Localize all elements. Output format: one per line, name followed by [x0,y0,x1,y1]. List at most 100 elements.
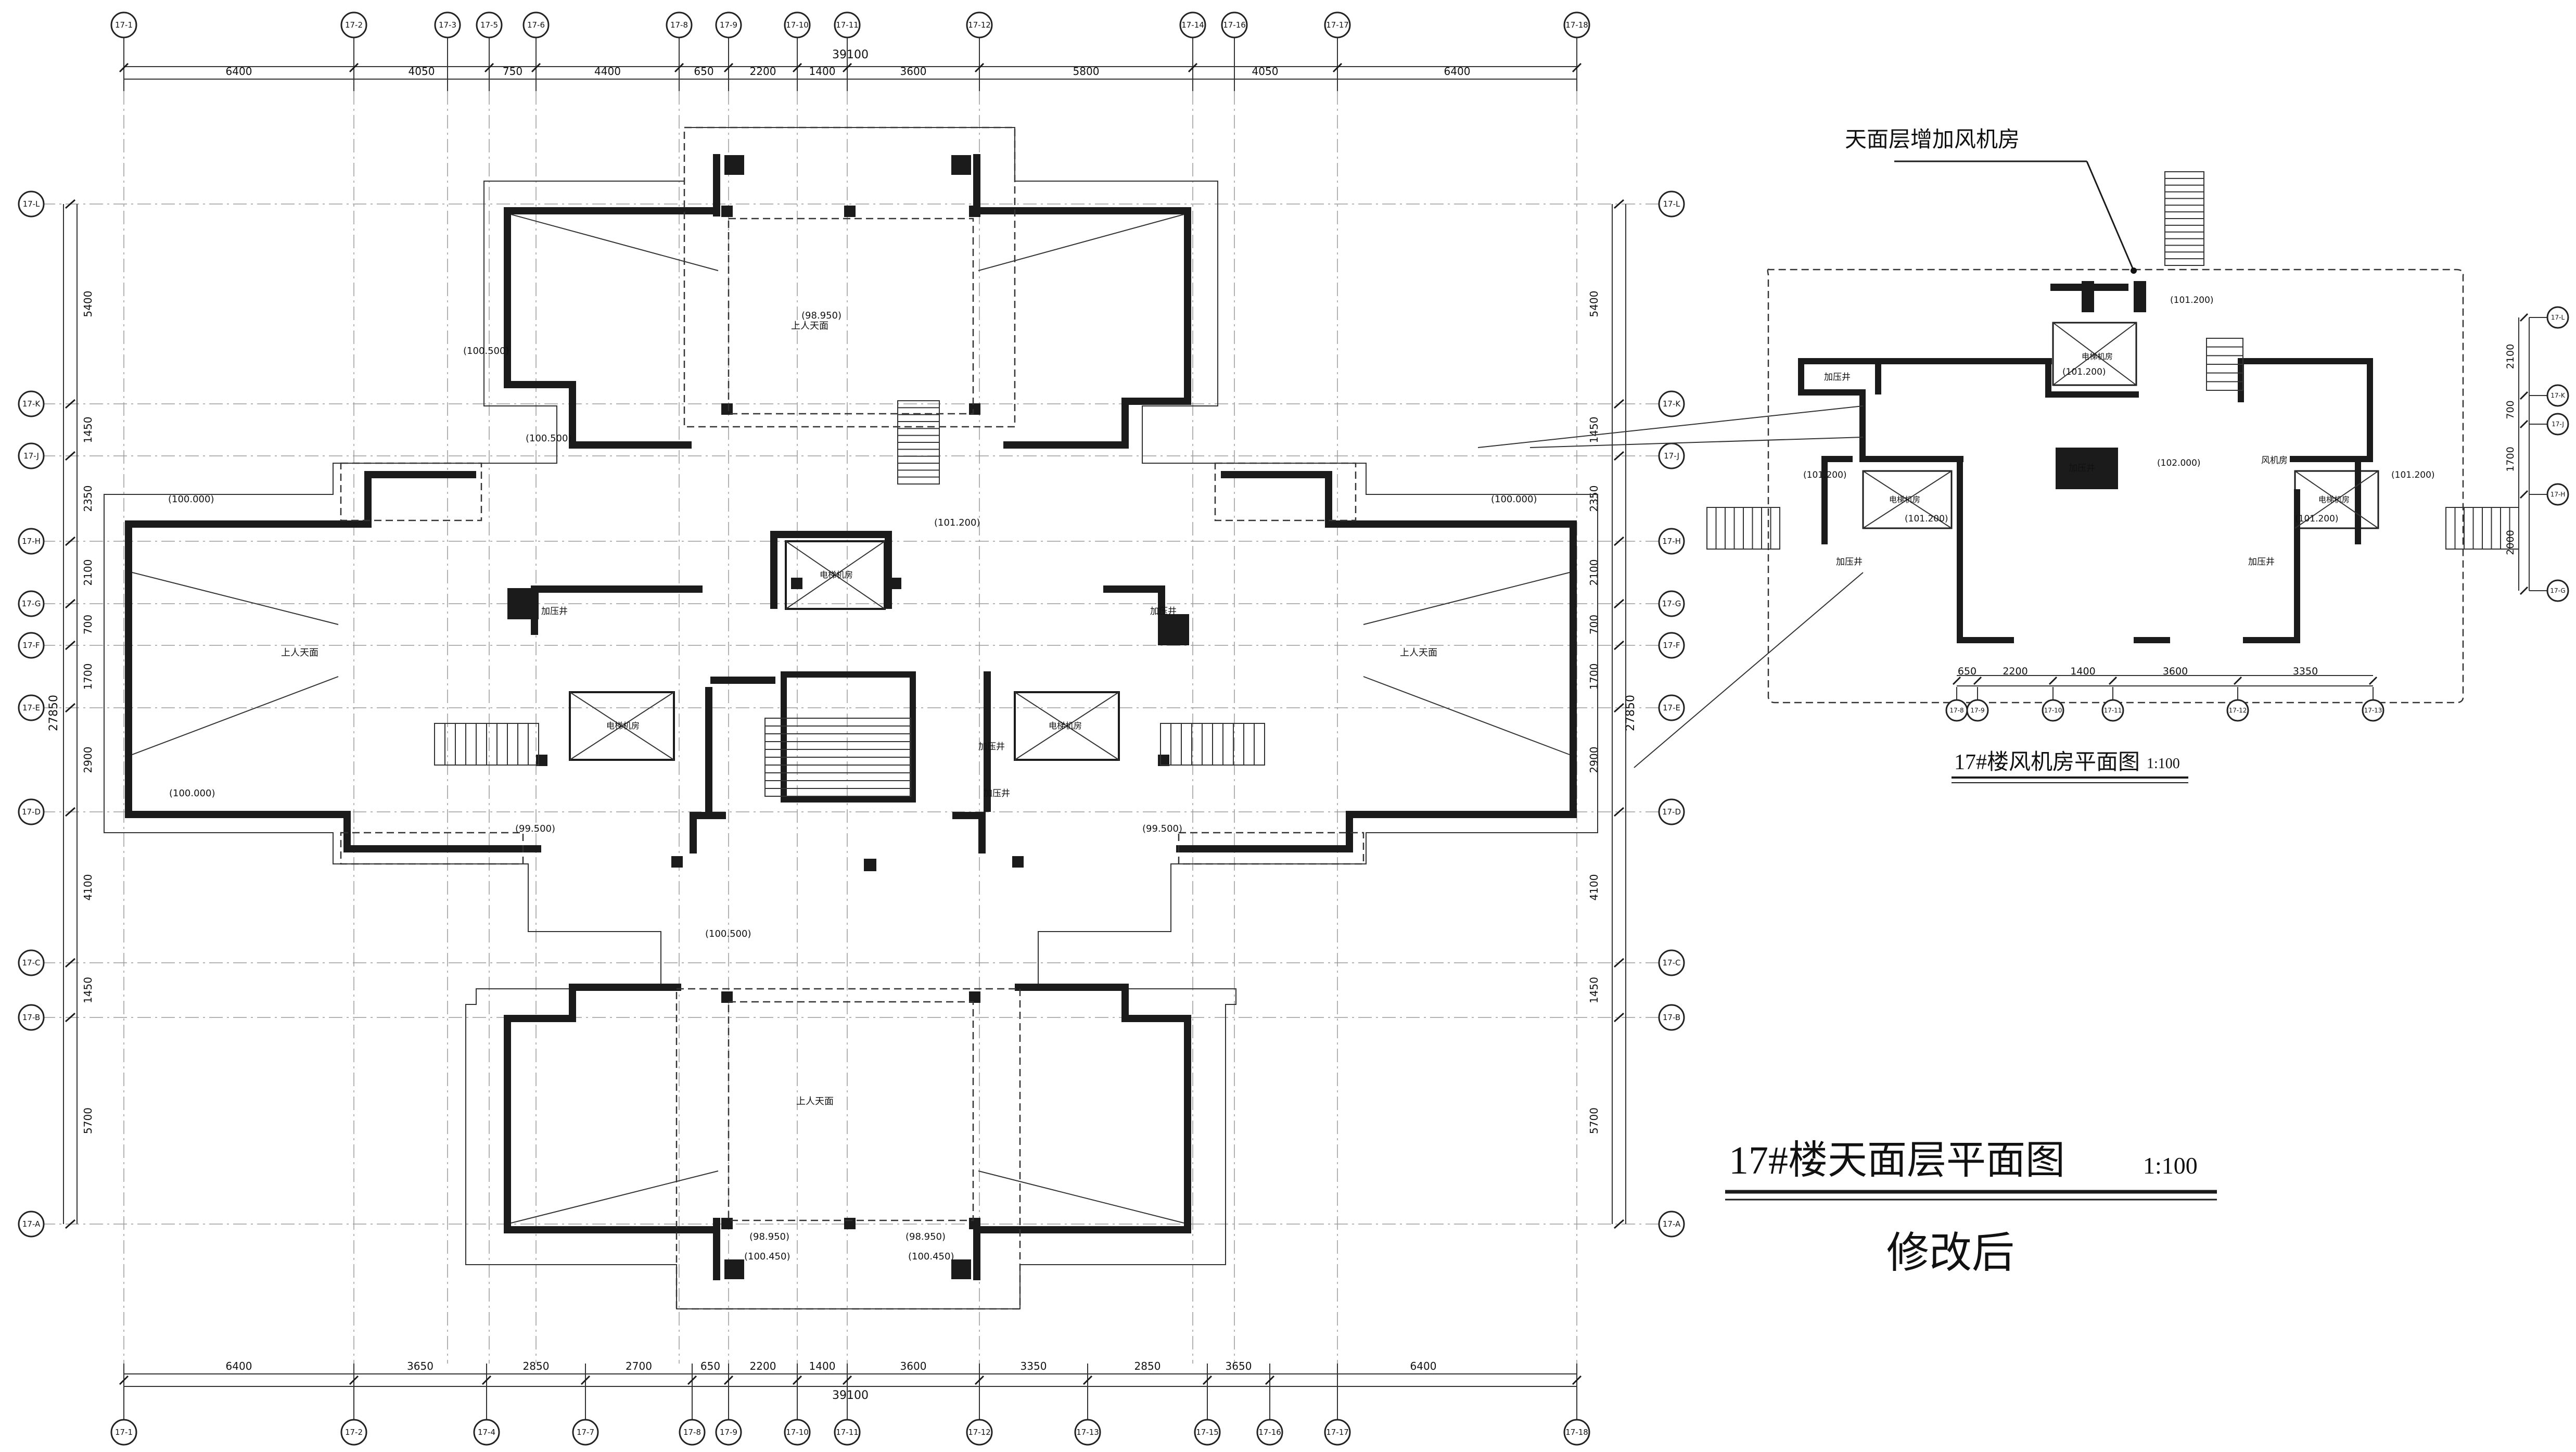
grid-bubble-top: 17-10 [784,11,811,39]
dim-right-value: 1450 [1588,977,1600,1003]
grid-bubble-top: 17-1 [110,11,137,39]
svg-text:17-1: 17-1 [115,1428,133,1437]
svg-text:17-10: 17-10 [2044,707,2062,714]
fan-grid-bubble-right: 17-G [2529,579,2569,602]
svg-text:17-5: 17-5 [480,20,498,30]
svg-text:17-L: 17-L [23,199,40,209]
fan-dim-bottom-value: 2200 [2003,666,2027,677]
stair-flight [897,400,940,485]
svg-text:17-15: 17-15 [1196,1428,1219,1437]
grid-bubble-right: 17-G [1658,590,1685,617]
grid-bubble-bottom: 17-17 [1324,1419,1351,1446]
grid-bubble-top: 17-18 [1563,11,1590,39]
dim-left-value: 1450 [82,977,94,1003]
main-title: 17#楼天面层平面图 [1729,1139,2065,1182]
dim-left-value: 2350 [82,486,94,512]
svg-text:17-C: 17-C [22,958,41,967]
grid-bubble-right: 17-F [1658,632,1685,659]
elev-10: (100.500) [705,928,751,939]
grid-bubble-right: 17-E [1658,694,1685,721]
elev-label-centre: 电梯机房 [820,570,853,580]
grid-bubble-left: 17-J [18,442,45,469]
dim-left-value: 2900 [82,747,94,773]
svg-text:17-A: 17-A [1663,1219,1681,1229]
svg-text:17-13: 17-13 [1076,1428,1099,1437]
dim-top-value: 4050 [409,65,435,78]
elevator-shafts [569,540,1120,761]
fan-elev-label-2: 电梯机房 [1889,495,1920,504]
svg-text:17-11: 17-11 [836,20,859,30]
fan-dim-right-value: 1700 [2505,447,2516,472]
fan-room-label: 风机房 [2261,455,2288,466]
grid-bubble-bottom: 17-11 [834,1419,861,1446]
dim-top-total: 39100 [832,48,869,61]
svg-text:17-12: 17-12 [968,20,991,30]
grid-bubble-bottom: 17-12 [966,1419,993,1446]
svg-text:17-7: 17-7 [577,1428,594,1437]
dim-right-value: 1450 [1588,417,1600,443]
grid-bubble-bottom: 17-18 [1563,1419,1590,1446]
fan-grid-bubble: 17-9 [1966,687,1989,722]
grid-bubble-left: 17-E [18,694,45,721]
svg-text:17-2: 17-2 [345,1428,363,1437]
grid-bubble-right: 17-J [1658,442,1685,469]
dim-top-value: 6400 [1444,65,1471,78]
svg-text:17-D: 17-D [1662,807,1681,817]
grid-bubble-right: 17-L [1658,190,1685,218]
svg-text:17-2: 17-2 [345,20,363,30]
dim-top-value: 5800 [1073,65,1100,78]
elev-3: (98.950) [801,310,841,321]
stair-flight [1160,723,1265,766]
fan-title: 17#楼风机房平面图 [1954,750,2140,774]
walls [125,154,1577,1280]
svg-text:17-H: 17-H [2551,491,2566,498]
fan-elevation-labels: (101.200) (101.200) (101.200) (101.200) … [1803,295,2435,524]
svg-text:17-13: 17-13 [2364,707,2382,714]
grid-bubble-bottom: 17-2 [340,1419,367,1446]
svg-text:17-C: 17-C [1663,958,1681,967]
svg-text:17-A: 17-A [22,1219,41,1229]
grid-bubble-left: 17-K [18,390,45,417]
svg-text:17-9: 17-9 [720,20,737,30]
fan-shaft-label-2: 加压井 [1836,557,1863,567]
fan-elev-label-1: 电梯机房 [2082,352,2113,361]
dim-left-value: 1700 [82,664,94,690]
elev-2: (100.500) [463,346,509,356]
grid-bubble-bottom: 17-8 [679,1419,706,1446]
elev-label-east: 电梯机房 [1049,721,1082,731]
shaft-label-centre-2: 加压井 [984,788,1010,799]
elev-13: (98.950) [906,1231,946,1242]
elev-14: (100.450) [908,1251,954,1262]
svg-text:17-11: 17-11 [836,1428,859,1437]
svg-text:17-8: 17-8 [1949,707,1963,714]
roof-label-east: 上人天面 [1400,647,1437,658]
fan-room-plan: 加压井 加压井 加压井 加压井 风机房 电梯机房 电梯机房 电梯机房 (101.… [1477,126,2569,783]
grid-lines [42,37,1660,1420]
roof-label-west: 上人天面 [281,647,318,658]
dim-left-value: 5400 [82,291,94,317]
shaft-label-east: 加压井 [1150,606,1177,617]
stair-flight [434,723,539,766]
fan-grid-bubble-right: 17-L [2529,306,2569,329]
fan-grid-bubble: 17-8 [1945,687,1968,722]
grid-bubble-bottom: 17-7 [572,1419,599,1446]
fan-shaft-label-3: 加压井 [2069,463,2095,474]
svg-text:17-11: 17-11 [2104,707,2122,714]
grid-bubble-right: 17-C [1658,949,1685,976]
fan-elev-1: (101.200) [2170,295,2214,305]
svg-text:17-16: 17-16 [1258,1428,1281,1437]
svg-text:17-J: 17-J [2552,421,2564,428]
slope-lines [132,214,1570,1224]
dim-bottom-value: 3600 [900,1360,927,1372]
grid-bubble-left: 17-H [18,528,45,555]
elev-5: (101.200) [934,517,980,528]
fan-dim-bottom-value: 3600 [2163,666,2188,677]
fan-shaft-label-1: 加压井 [1824,372,1851,383]
grid-bubble-bottom: 17-16 [1256,1419,1283,1446]
svg-text:17-G: 17-G [1662,599,1681,608]
svg-text:17-K: 17-K [2551,392,2566,399]
svg-text:17-H: 17-H [22,537,41,546]
svg-text:17-F: 17-F [22,641,40,650]
